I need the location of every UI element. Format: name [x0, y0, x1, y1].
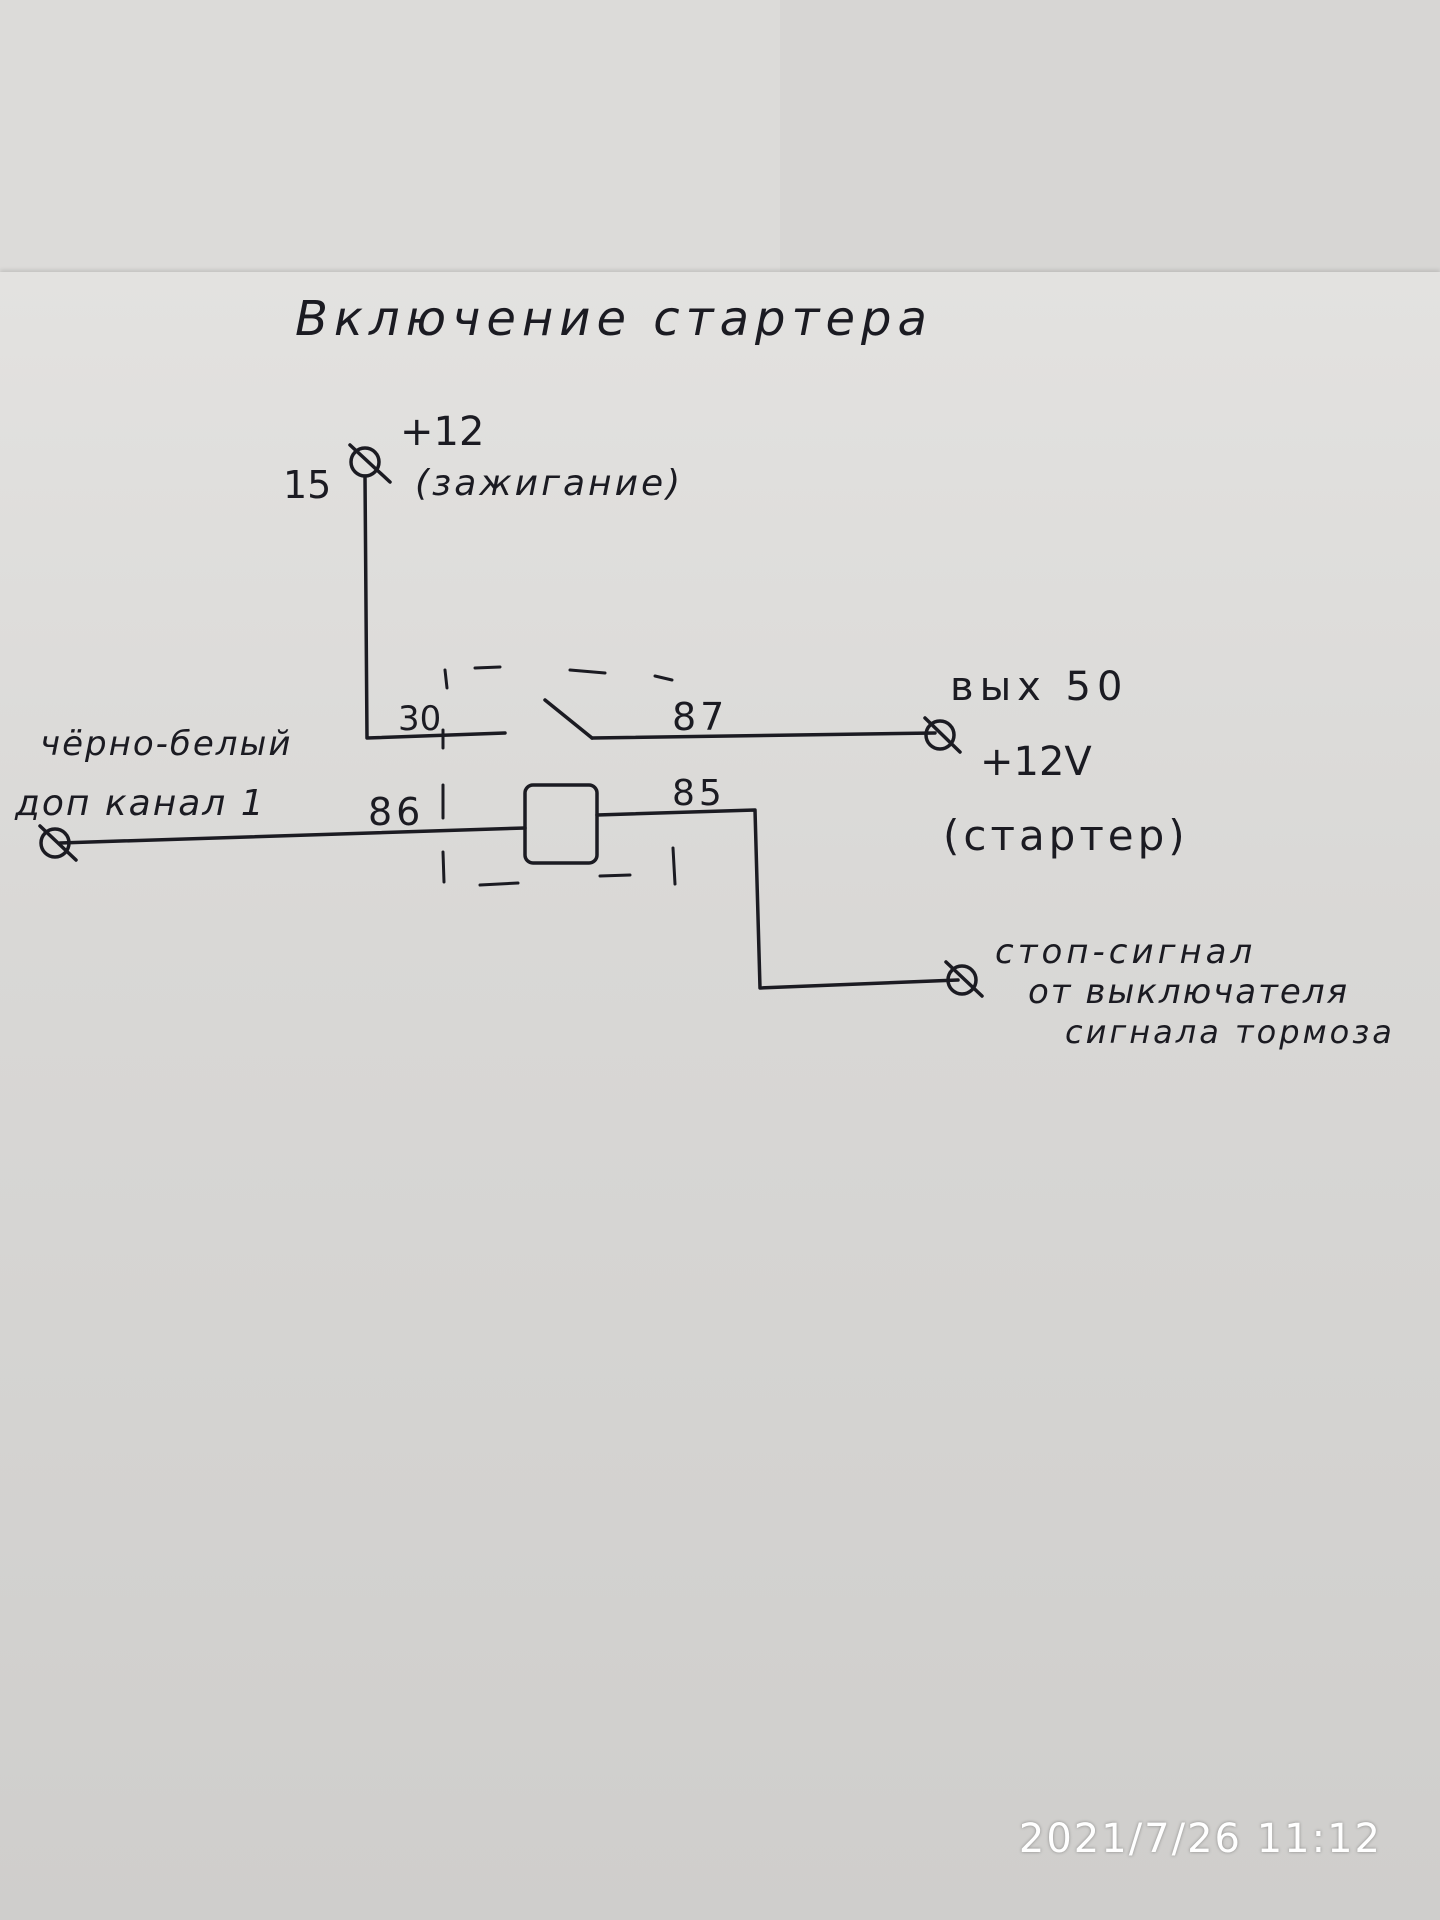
terminal-85-label: 85 [672, 773, 726, 814]
photo-timestamp: 2021/7/26 11:12 [1018, 1816, 1382, 1862]
wire-color-label: чёрно-белый [40, 724, 292, 764]
brake-label-line1: стоп-сигнал [995, 932, 1256, 972]
brake-signal-connector-icon [944, 960, 984, 998]
relay-outline-bottom [478, 846, 677, 887]
wire-87-to-out50 [590, 731, 937, 740]
terminal-15-label: 15 [283, 463, 331, 507]
relay-coil [523, 783, 599, 865]
aux-channel-connector-icon [38, 824, 78, 862]
out50-label: вых 50 [950, 664, 1128, 710]
terminal-86-label: 86 [368, 790, 424, 834]
background-sheet-right [780, 0, 1440, 280]
plus12-label: +12 [400, 409, 484, 455]
background-sheet-left [0, 0, 780, 280]
relay-outline-top [443, 665, 674, 690]
diagram-title: Включение стартера [295, 291, 933, 347]
aux-channel-label: доп канал 1 [14, 783, 266, 824]
relay-outline-left [441, 728, 446, 884]
terminal-15-connector-icon [348, 443, 392, 484]
starter-label: (стартер) [943, 811, 1189, 860]
relay-switch-contact [543, 698, 594, 740]
wire-85-to-brake [595, 808, 960, 990]
out50-connector-icon [923, 716, 962, 754]
brake-label-line3: сигнала тормоза [1065, 1013, 1395, 1051]
paper-sheet [0, 272, 1440, 1920]
terminal-87-label: 87 [672, 695, 728, 739]
plus12v-label: +12V [980, 739, 1092, 785]
terminal-30-label: 30 [398, 699, 441, 739]
brake-label-line2: от выключателя [1028, 972, 1349, 1012]
wire-aux-to-86 [58, 826, 527, 845]
ignition-label: (зажигание) [415, 463, 683, 504]
wire-15-to-30 [363, 474, 507, 740]
